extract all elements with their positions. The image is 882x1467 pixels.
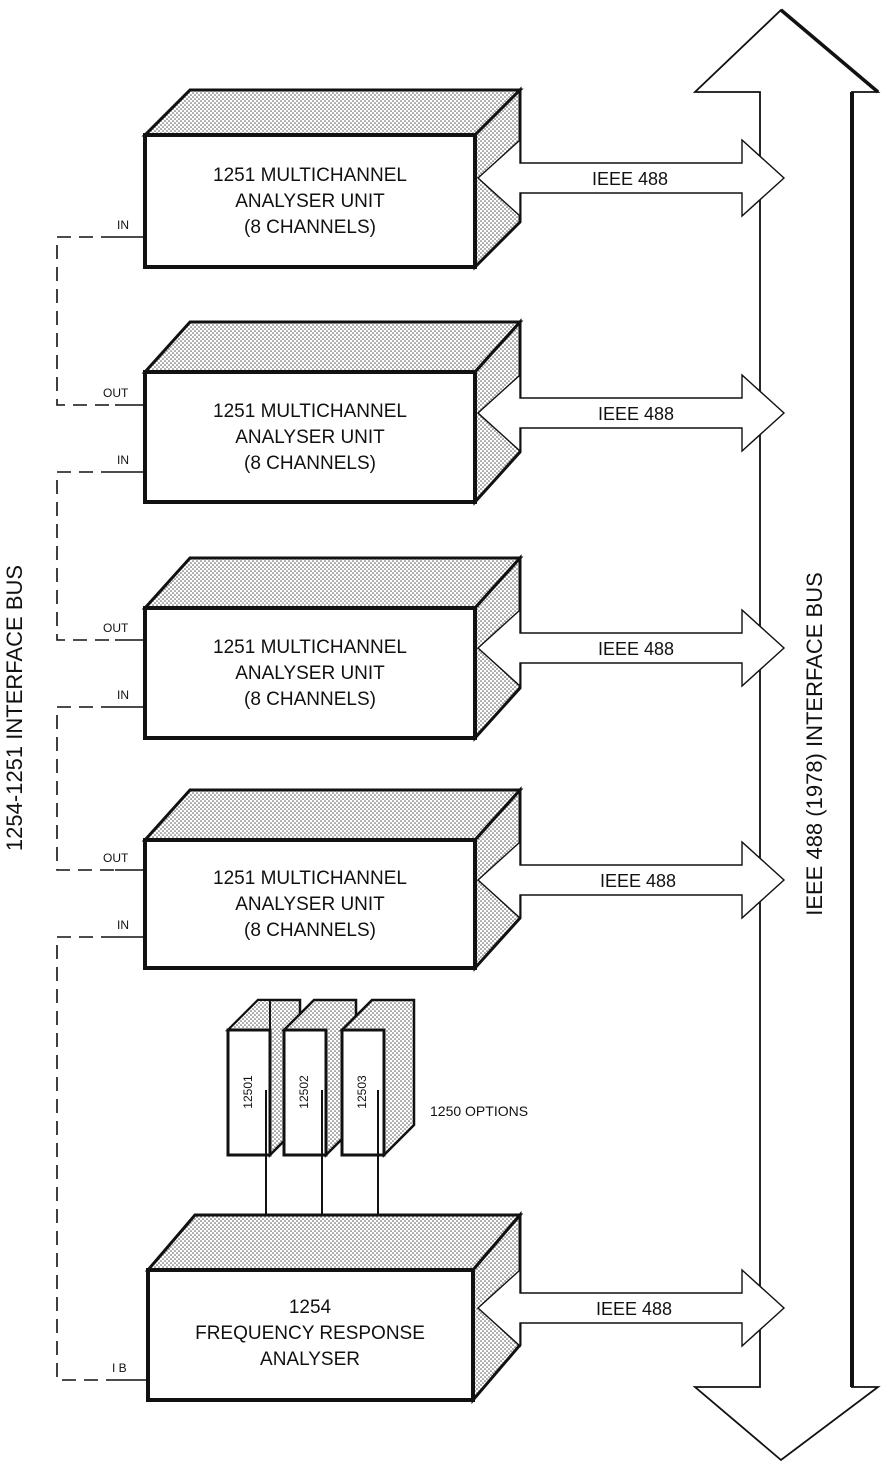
- option-card-12501-label: 12501: [241, 1075, 255, 1109]
- unit-4-line-1: 1251 MULTICHANNEL: [213, 868, 407, 889]
- option-card-12503: 12503: [342, 1000, 414, 1240]
- unit-1-line-2: ANALYSER UNIT: [235, 191, 385, 212]
- fra-line-2: FREQUENCY RESPONSE: [195, 1323, 425, 1344]
- unit-4-line-2: ANALYSER UNIT: [235, 894, 385, 915]
- fra-line-3: ANALYSER: [260, 1349, 360, 1370]
- unit-2-in-label: IN: [117, 453, 129, 467]
- analyser-unit-4: 1251 MULTICHANNEL ANALYSER UNIT (8 CHANN…: [103, 790, 784, 968]
- unit-4-out-label: OUT: [103, 851, 129, 865]
- interface-bus-links: [57, 237, 115, 1380]
- unit-4-bus-label: IEEE 488: [600, 871, 676, 891]
- unit-4-line-3: (8 CHANNELS): [244, 920, 376, 941]
- unit-2-out-label: OUT: [103, 386, 129, 400]
- unit-4-in-label: IN: [117, 918, 129, 932]
- unit-3-line-2: ANALYSER UNIT: [235, 663, 385, 684]
- interface-bus-label: 1254-1251 INTERFACE BUS: [2, 565, 27, 851]
- option-card-12503-label: 12503: [355, 1075, 369, 1109]
- unit-3-line-3: (8 CHANNELS): [244, 689, 376, 710]
- option-cards: 12501 12502 12503 1250 OPTIONS: [228, 1000, 528, 1240]
- fra-line-1: 1254: [289, 1297, 332, 1318]
- unit-2-line-2: ANALYSER UNIT: [235, 427, 385, 448]
- unit-2-line-3: (8 CHANNELS): [244, 453, 376, 474]
- analyser-unit-2: 1251 MULTICHANNEL ANALYSER UNIT (8 CHANN…: [103, 322, 784, 502]
- analyser-unit-3: 1251 MULTICHANNEL ANALYSER UNIT (8 CHANN…: [103, 558, 784, 738]
- main-bus-label: IEEE 488 (1978) INTERFACE BUS: [802, 572, 827, 916]
- unit-1-in-label: IN: [117, 218, 129, 232]
- unit-3-in-label: IN: [117, 688, 129, 702]
- unit-1-line-1: 1251 MULTICHANNEL: [213, 165, 407, 186]
- unit-3-bus-label: IEEE 488: [598, 639, 674, 659]
- unit-2-line-1: 1251 MULTICHANNEL: [213, 401, 407, 422]
- analyser-unit-1: 1251 MULTICHANNEL ANALYSER UNIT (8 CHANN…: [115, 90, 784, 267]
- unit-1-line-3: (8 CHANNELS): [244, 217, 376, 238]
- option-card-12502-label: 12502: [297, 1075, 311, 1109]
- options-label: 1250 OPTIONS: [430, 1103, 528, 1119]
- unit-2-bus-label: IEEE 488: [598, 404, 674, 424]
- fra-port-label: I B: [112, 1361, 127, 1375]
- unit-3-line-1: 1251 MULTICHANNEL: [213, 637, 407, 658]
- frequency-response-analyser: 1254 FREQUENCY RESPONSE ANALYSER I B IEE…: [112, 1215, 784, 1400]
- unit-3-out-label: OUT: [103, 621, 129, 635]
- unit-1-bus-label: IEEE 488: [592, 169, 668, 189]
- fra-bus-label: IEEE 488: [596, 1299, 672, 1319]
